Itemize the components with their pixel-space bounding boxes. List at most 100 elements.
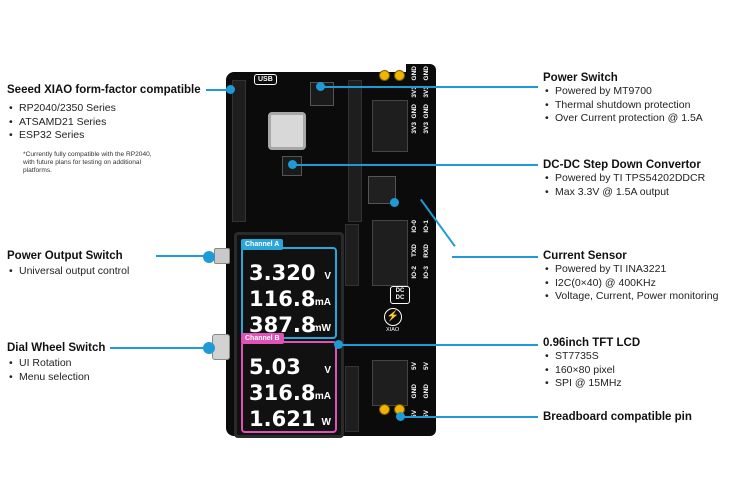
pin-label: IO-0 <box>411 220 418 233</box>
list-item: I2C(0×40) @ 400KHz <box>543 277 718 291</box>
list-item: Powered by MT9700 <box>543 85 703 99</box>
dot-dial <box>203 342 215 354</box>
ina3221-chip <box>368 176 396 204</box>
pin-label: 3V3 <box>411 122 418 134</box>
list-item: RP2040/2350 Series <box>7 102 201 116</box>
power-output-callout: Power Output Switch Universal output con… <box>7 250 129 279</box>
channel-a-label: Channel A <box>241 239 284 250</box>
lcd-title: 0.96inch TFT LCD <box>543 337 641 349</box>
leader-dial <box>110 347 208 349</box>
dot-dcdc <box>288 160 297 169</box>
channel-a-voltage-unit: V <box>324 271 331 282</box>
breadboard-callout: Breadboard compatible pin <box>543 411 692 423</box>
lcd-list: ST7735S 160×80 pixel SPI @ 15MHz <box>543 350 640 391</box>
pin-label: IO-1 <box>423 220 430 233</box>
channel-b-voltage-unit: V <box>324 365 331 376</box>
channel-a-current-unit: mA <box>314 297 331 308</box>
gold-pad <box>394 70 405 81</box>
xiao-title: Seeed XIAO form-factor compatible <box>7 84 201 96</box>
power-switch-callout: Power Switch Powered by MT9700 Thermal s… <box>543 72 703 126</box>
pin-tab-mid <box>406 214 436 294</box>
list-item: Universal output control <box>7 265 129 279</box>
pin-label: GND <box>423 66 430 81</box>
breadboard-title: Breadboard compatible pin <box>543 411 692 423</box>
dcdc-callout: DC-DC Step Down Convertor Powered by TI … <box>543 159 705 199</box>
pin-label: GND <box>423 104 430 119</box>
list-item: Over Current protection @ 1.5A <box>543 112 703 126</box>
dial-title: Dial Wheel Switch <box>7 342 106 354</box>
pin-label: IO-3 <box>423 266 430 279</box>
channel-a-current: 116.8 <box>249 287 316 311</box>
pin-block-mid <box>372 220 408 286</box>
pin-label: 5V <box>411 362 418 370</box>
inductor <box>268 112 306 150</box>
list-item: Powered by TI TPS54202DDCR <box>543 172 705 186</box>
pad-column-mid <box>345 224 359 286</box>
pin-label: GND <box>411 384 418 399</box>
power-output-switch[interactable] <box>214 248 230 264</box>
xiao-logo-icon: ⚡ <box>384 308 402 326</box>
pin-tab-top <box>406 64 436 144</box>
pin-label: GND <box>423 384 430 399</box>
list-item: ATSAMD21 Series <box>7 116 201 130</box>
list-item: Max 3.3V @ 1.5A output <box>543 186 705 200</box>
leader-breadboard <box>402 416 538 418</box>
dcdc-mark: DC DC <box>390 286 410 304</box>
leader-power-output <box>156 255 208 257</box>
sensor-callout: Current Sensor Powered by TI INA3221 I2C… <box>543 250 718 304</box>
xiao-header-left <box>232 80 246 222</box>
leader-lcd <box>340 344 538 346</box>
dcdc-title: DC-DC Step Down Convertor <box>543 159 701 171</box>
xiao-header-right <box>348 80 362 222</box>
leader-power-switch <box>322 86 538 88</box>
channel-a-power: 387.8 <box>249 313 316 337</box>
channel-b-power-unit: W <box>321 417 331 428</box>
dot-breadboard <box>396 412 405 421</box>
channel-b-current-unit: mA <box>314 391 331 402</box>
gold-pad <box>379 404 390 415</box>
pin-label: GND <box>411 66 418 81</box>
list-item: Menu selection <box>7 371 105 385</box>
list-item: Thermal shutdown protection <box>543 99 703 113</box>
lcd-callout: 0.96inch TFT LCD ST7735S 160×80 pixel SP… <box>543 337 640 391</box>
dot-power-switch <box>316 82 325 91</box>
dcdc-list: Powered by TI TPS54202DDCR Max 3.3V @ 1.… <box>543 172 705 199</box>
list-item: 160×80 pixel <box>543 364 640 378</box>
list-item: Voltage, Current, Power monitoring <box>543 290 718 304</box>
list-item: ESP32 Series <box>7 129 201 143</box>
pin-label: GND <box>411 104 418 119</box>
dial-list: UI Rotation Menu selection <box>7 357 105 384</box>
channel-a-voltage: 3.320 <box>249 261 316 285</box>
leader-dcdc <box>296 164 538 166</box>
xiao-callout: Seeed XIAO form-factor compatible RP2040… <box>7 84 201 176</box>
power-switch-list: Powered by MT9700 Thermal shutdown prote… <box>543 85 703 126</box>
pin-label: 3V3 <box>423 122 430 134</box>
sensor-title: Current Sensor <box>543 250 627 262</box>
pin-block-bottom <box>372 360 408 406</box>
xiao-mark: XIAO <box>386 327 400 333</box>
pin-label: 5V <box>423 362 430 370</box>
tft-lcd-screen: Channel A 3.320 V 116.8 mA 387.8 mW Chan… <box>234 232 344 438</box>
xiao-footnote: *Currently fully compatible with the RP2… <box>23 150 152 175</box>
pin-label: IO-2 <box>411 266 418 279</box>
power-output-list: Universal output control <box>7 265 129 279</box>
list-item: UI Rotation <box>7 357 105 371</box>
leader-sensor <box>452 256 538 258</box>
channel-b-power: 1.621 <box>249 407 316 431</box>
pin-label: TXD <box>411 244 418 257</box>
dial-callout: Dial Wheel Switch UI Rotation Menu selec… <box>7 342 105 384</box>
channel-a-panel: Channel A 3.320 V 116.8 mA 387.8 mW <box>241 239 337 339</box>
dot-power-output <box>203 251 215 263</box>
channel-b-voltage: 5.03 <box>249 355 301 379</box>
dot-lcd <box>334 340 343 349</box>
pin-label: RXD <box>423 244 430 258</box>
power-switch-title: Power Switch <box>543 72 618 84</box>
leader-xiao <box>206 89 230 91</box>
list-item: Powered by TI INA3221 <box>543 263 718 277</box>
usb-label: USB <box>254 74 277 85</box>
usb-arrow-icon <box>265 62 273 68</box>
dot-sensor <box>390 198 399 207</box>
channel-b-panel: Channel B 5.03 V 316.8 mA 1.621 W <box>241 333 337 433</box>
channel-a-power-unit: mW <box>312 323 331 334</box>
channel-b-current: 316.8 <box>249 381 316 405</box>
